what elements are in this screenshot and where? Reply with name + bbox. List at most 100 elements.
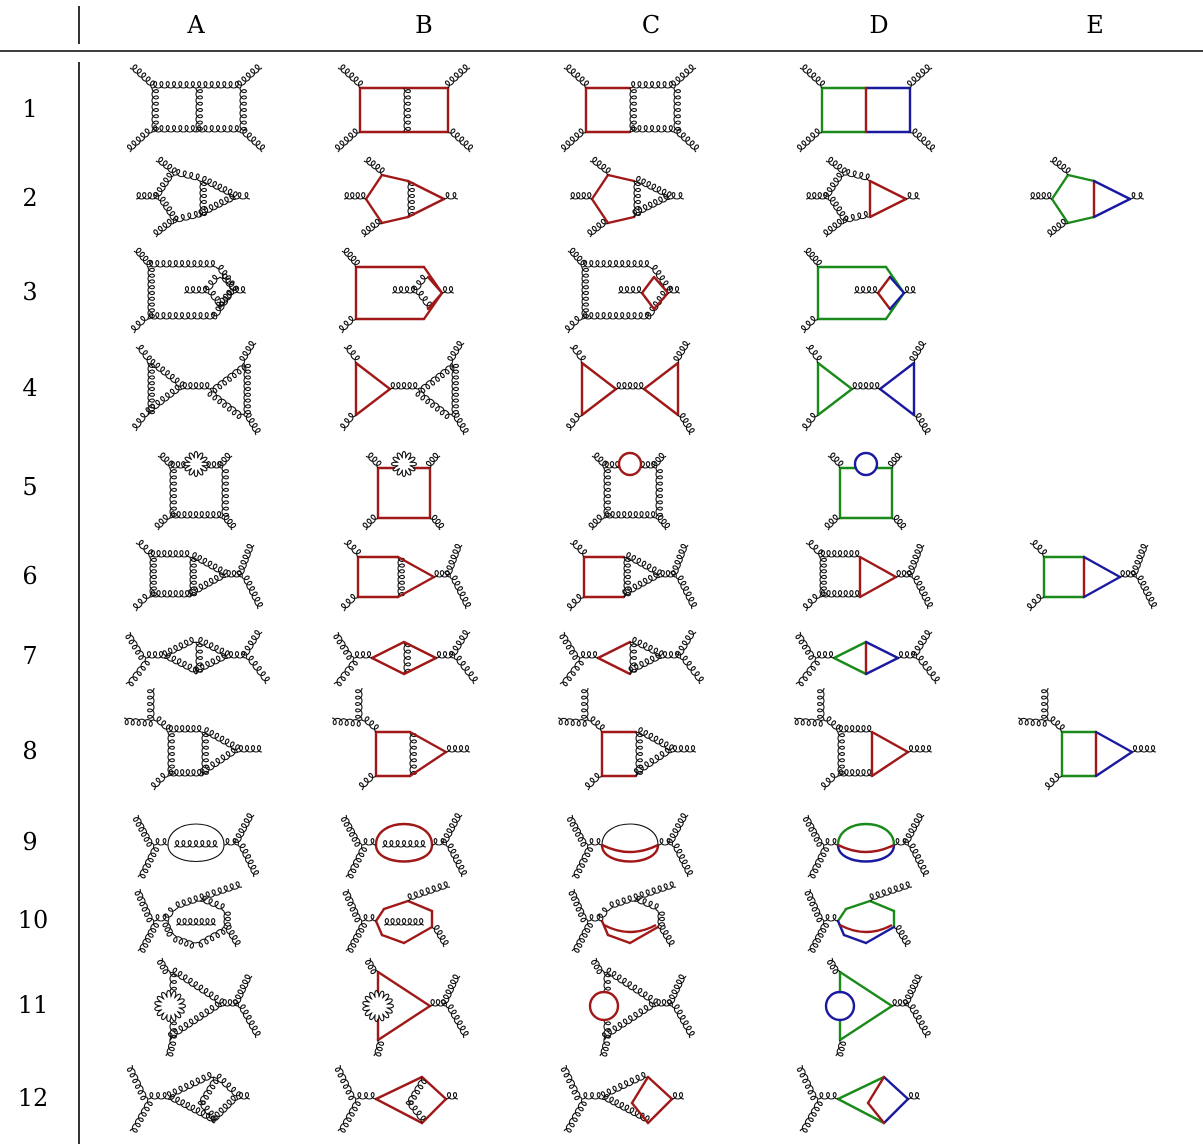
gluon-line [173,840,219,848]
gluon-line [132,814,155,847]
column-header-e: E [1086,11,1104,39]
gluon-line [843,210,871,224]
diagram-9-b [340,813,468,879]
diagram-1-a [126,64,266,153]
propagator-arc [603,923,657,934]
propagator-line [1050,197,1070,225]
gluon-line [800,315,819,334]
gluon-line [201,731,209,777]
gluon-line [603,971,611,993]
gluon-line [237,843,260,878]
gluon-line [587,716,605,733]
gluon-line [381,840,427,848]
gluon-line [391,286,417,294]
row-label-9: 9 [22,828,37,856]
column-header-a: A [186,11,205,39]
gluon-line [173,168,201,182]
diagram-4-d [802,341,931,436]
gluon-line [167,731,175,777]
propagator-line [630,1075,650,1105]
gluon-line [903,286,917,294]
gluon-line [433,570,451,578]
propagator-line [370,640,406,660]
gluon-line [633,175,672,200]
propagator-arc [601,823,659,846]
gluon-line [169,1019,177,1041]
diagram-3-c [564,247,681,334]
gluon-line [628,652,663,675]
propagator-line [1082,575,1122,599]
gluon-line [145,384,183,416]
gluon-line [657,925,675,948]
gluon-line [560,1064,583,1101]
row-label-11: 11 [18,991,49,1019]
gluon-line [151,87,159,133]
gluon-line [581,260,651,268]
gluon-line [221,467,229,519]
propagator-line [600,919,610,937]
diagram-8-b [331,687,471,791]
propagator-line [374,1075,424,1101]
gluon-line [173,934,197,949]
gluon-line [355,1092,377,1100]
gluon-line [819,550,861,558]
gluon-line [358,772,377,791]
propagator-line [836,1097,886,1125]
gluon-line [137,920,160,953]
gluon-line [615,382,645,390]
gluon-line [235,192,251,200]
gluon-line [823,914,839,922]
gluon-line [671,1092,685,1100]
gluon-line [135,539,154,558]
diagram-3-d [800,247,917,334]
gluon-line [795,657,820,687]
propagator-line [374,907,386,923]
diagram-1-c [560,64,700,153]
gluon-line [445,843,468,878]
gluon-line [175,918,217,926]
gluon-line [213,1073,241,1100]
gluon-line [906,543,925,578]
diagram-3-b [338,247,455,334]
gluon-line [632,193,671,218]
gluon-line [670,543,689,578]
gluon-line [679,655,704,685]
gluon-line [415,388,453,420]
propagator-loop [617,451,643,477]
propagator-loop [588,990,620,1022]
gluon-line [241,630,263,659]
propagator-line [642,361,680,391]
gluon-line [219,273,238,294]
diagram-5-c [588,451,671,531]
gluon-line [338,315,357,334]
gluon-line [569,539,588,558]
gluon-line [907,745,933,753]
gluon-line [449,575,472,610]
gluon-line [425,452,441,469]
gluon-line [837,731,845,777]
gluon-line [341,247,360,268]
diagram-2-e [1029,156,1145,238]
gluon-line [563,64,590,89]
gluon-line [167,769,203,777]
gluon-line [331,717,363,727]
gluon-line [217,452,233,469]
propagator-line [596,640,632,660]
gluon-line [804,888,825,923]
row-label-2: 2 [22,184,37,212]
gluon-line [603,967,658,1007]
propagator-line [652,275,670,295]
gluon-line [137,844,160,879]
propagator-line [842,933,868,945]
diagram-2-d [805,156,921,238]
gluon-line [629,81,675,89]
propagator-line [836,919,846,937]
gluon-line [431,925,449,948]
gluon-line [365,452,382,469]
gluon-line [199,895,225,912]
gluon-line [245,655,270,685]
diagram-4-a [132,341,261,436]
gluon-line [584,772,603,791]
gluon-line [675,630,697,659]
gluon-line [560,128,587,153]
